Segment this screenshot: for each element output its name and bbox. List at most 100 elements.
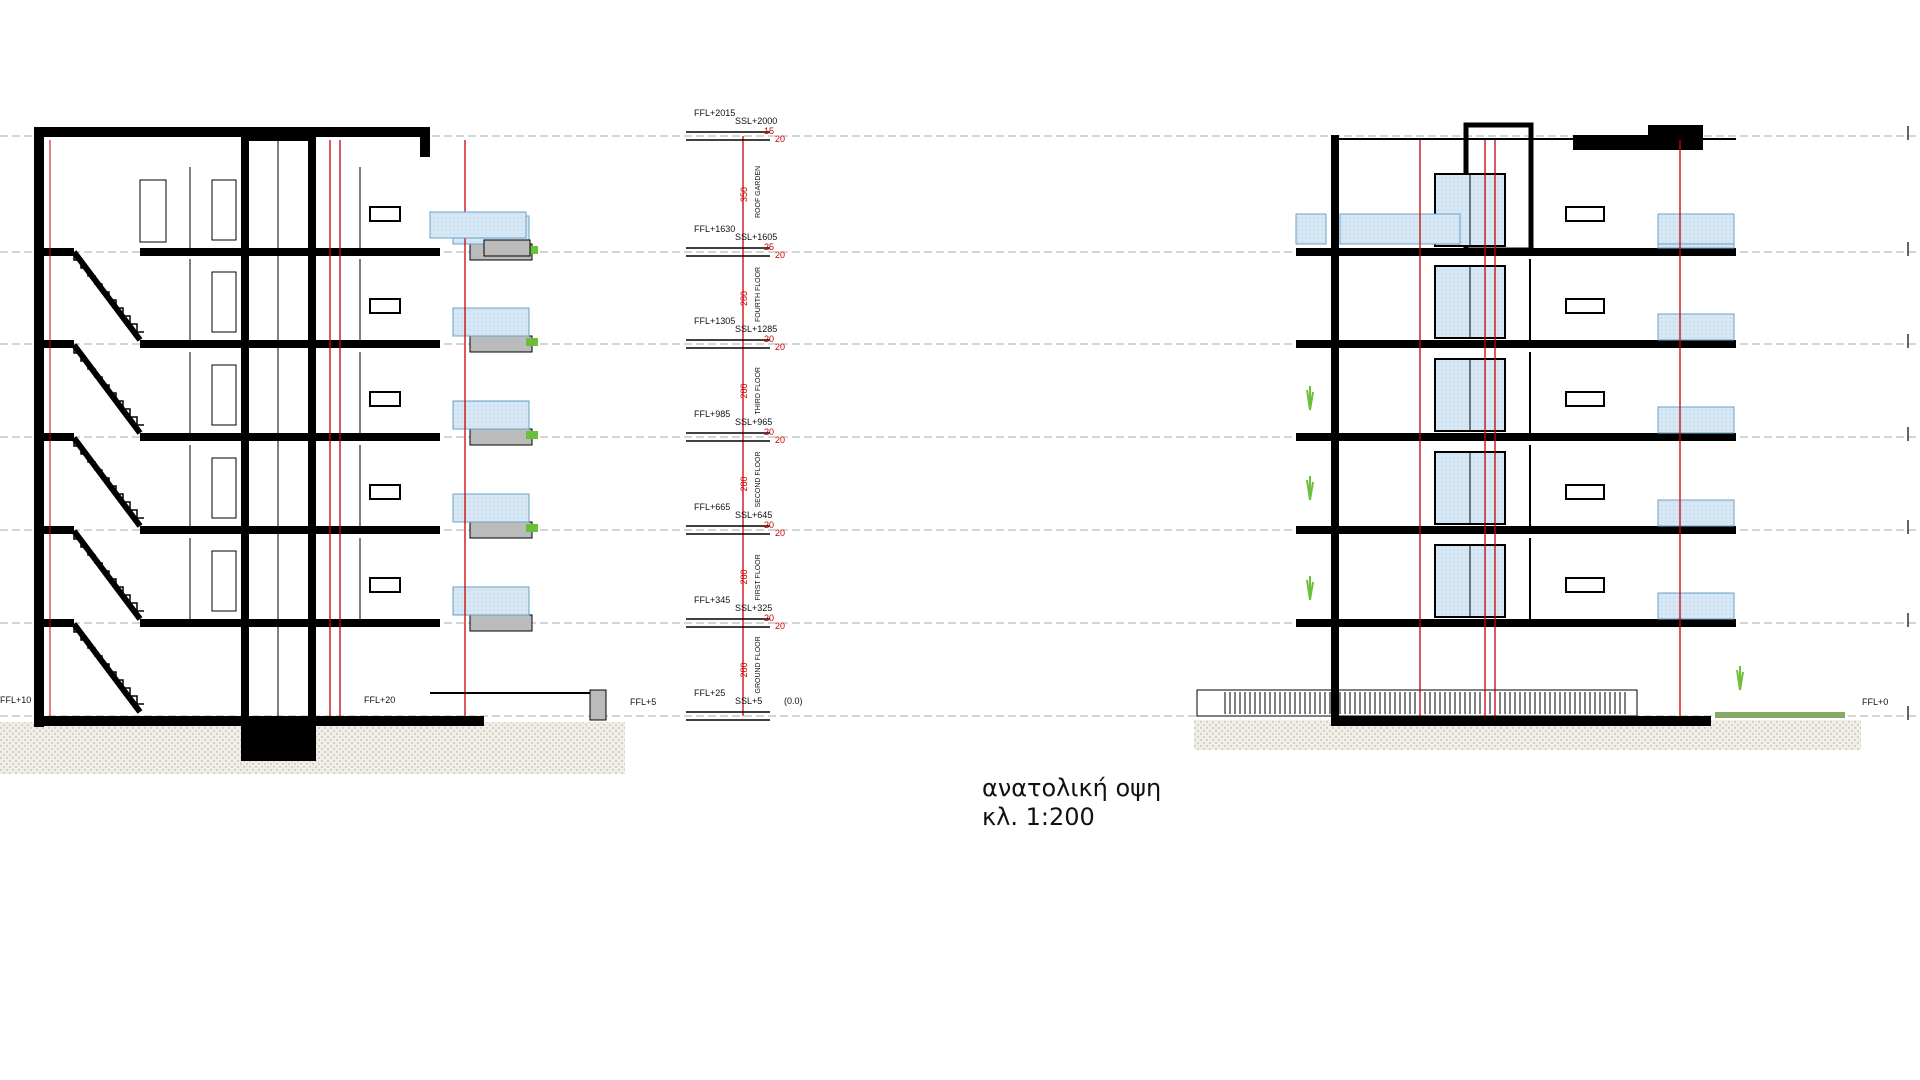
floor-height: 280 [739,476,749,491]
ffl-label: FFL+2015 [694,108,735,118]
ffl-label: FFL+1305 [694,316,735,326]
ramp [430,692,590,694]
ffl-label: FFL+25 [694,688,725,698]
plant [526,338,538,346]
floor-height: 280 [739,662,749,677]
structure-thickness: 20 [775,134,785,144]
stair-flight [71,343,143,435]
floor-slab [1296,433,1736,441]
elevator-shaft [241,133,316,761]
plant [1306,476,1314,501]
plant [1306,576,1314,601]
balcony-planter [469,614,533,632]
roof-planter [483,239,531,257]
kitchen-window [369,206,401,222]
planting-strip [1715,712,1845,718]
drawing-scale: κλ. 1:200 [982,803,1095,831]
ffl-label: FFL+20 [364,695,395,705]
floor-height: 280 [739,383,749,398]
stair-steps [73,624,144,705]
floor-height: 280 [739,291,749,306]
floor-slab [140,619,440,627]
kitchen-window [369,577,401,593]
ground-slab [34,716,484,726]
structure-thickness: 20 [775,250,785,260]
landing [44,433,74,441]
floor-name: SECOND FLOOR [755,451,762,507]
ffl-label: FFL+345 [694,595,730,605]
window [1565,298,1605,314]
balcony-railing [452,400,530,430]
landing [44,619,74,627]
door [211,179,237,241]
door [211,550,237,612]
plant [526,431,538,439]
ssl-label: SSL+2000 [735,116,777,126]
stair-steps [73,345,144,426]
datum-label: (0.0) [784,696,803,706]
floor-name: THIRD FLOOR [755,367,762,414]
building-elevation [1196,122,1845,726]
drawing-title: ανατολική οψη κλ. 1:200 [982,774,1161,832]
plant [1306,386,1314,411]
floor-height: 280 [739,569,749,584]
ffl-label: FFL+10 [0,695,31,705]
structure-thickness: 20 [775,621,785,631]
slab-thickness: 20 [764,334,774,344]
roof-railing [429,211,527,239]
floor-slab [140,340,440,348]
pergola [1573,135,1703,150]
outer-wall [34,127,44,727]
structure-thickness: 20 [775,435,785,445]
slab-thickness: 15 [764,126,774,136]
slab-thickness: 20 [764,520,774,530]
balcony-planter [469,428,533,446]
door [211,271,237,333]
balcony-railing [1657,592,1735,620]
ssl-label: SSL+1285 [735,324,777,334]
slab-thickness: 25 [764,242,774,252]
balcony-railing [1657,313,1735,341]
ffl-label: FFL+665 [694,502,730,512]
window [1565,484,1605,500]
floor-slab [1296,526,1736,534]
balcony-railing [1657,406,1735,434]
kitchen-window [369,391,401,407]
slab-thickness: 20 [764,427,774,437]
stair-flight [71,250,143,342]
window [1565,206,1605,222]
ffl-label: FFL+1630 [694,224,735,234]
door [211,457,237,519]
balcony-railing [452,493,530,523]
stair-flight [71,436,143,528]
roof-slab [34,127,429,137]
plant [526,246,538,254]
structure-thickness: 20 [775,528,785,538]
floor-slab [1296,619,1736,627]
gate [589,689,607,721]
stair-steps [73,252,144,333]
plant [1736,666,1744,691]
floor-slab [1296,340,1736,348]
floor-height: 350 [739,187,749,202]
floor-slab [140,433,440,441]
pit [245,726,312,756]
balcony-railing [452,586,530,616]
ssl-label: SSL+5 [735,696,762,706]
fence [1196,689,1638,717]
stair-steps [73,531,144,612]
window [1565,391,1605,407]
floor-slab [140,248,440,256]
roof-railing [1339,213,1461,245]
ssl-label: SSL+1605 [735,232,777,242]
balcony-planter [469,335,533,353]
ssl-label: SSL+325 [735,603,772,613]
stair-flight [71,529,143,621]
ssl-label: SSL+645 [735,510,772,520]
ffl-label: FFL+985 [694,409,730,419]
ssl-label: SSL+965 [735,417,772,427]
window [1565,577,1605,593]
drawing-name: ανατολική οψη [982,774,1162,802]
floor-slab [1296,248,1736,256]
